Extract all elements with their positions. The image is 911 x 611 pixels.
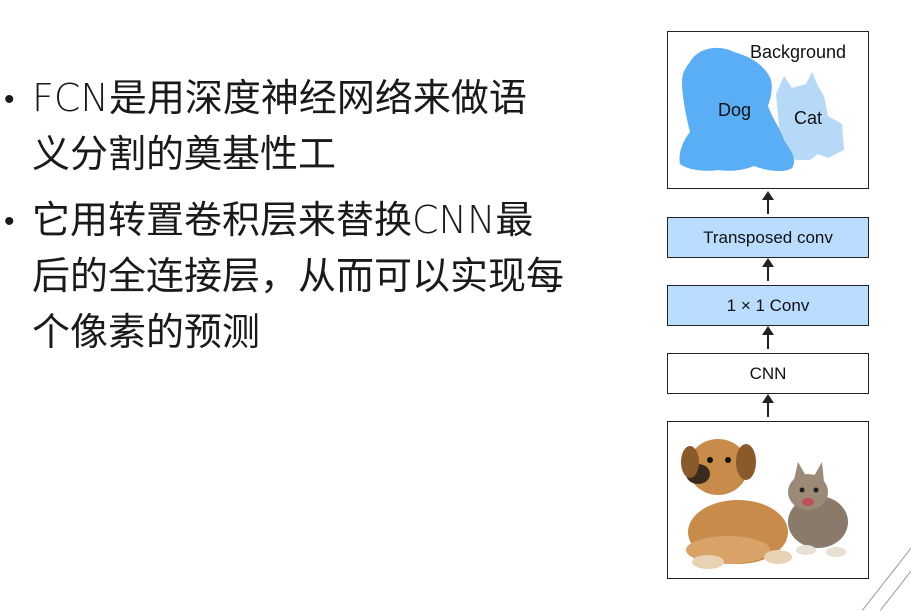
bullet-item-1: • FCN是用深度神经网络来做语义分割的奠基性工	[4, 70, 564, 182]
segmentation-output-panel: Background Dog Cat	[667, 31, 869, 189]
layer-cnn: CNN	[667, 353, 869, 394]
bullet-text-2: 它用转置卷积层来替换CNN最后的全连接层，从而可以实现每个像素的预测	[32, 198, 565, 354]
layer-1x1-conv: 1 × 1 Conv	[667, 285, 869, 326]
layer-transposed-conv: Transposed conv	[667, 217, 869, 258]
arrow-up	[762, 326, 774, 349]
input-image-panel	[667, 421, 869, 579]
bullet-marker: •	[4, 204, 15, 239]
dog-mask	[679, 47, 795, 172]
arrow-up	[762, 191, 774, 214]
arrow-up	[762, 258, 774, 281]
arrow-up	[762, 394, 774, 417]
dog-and-cat-photo	[681, 439, 848, 569]
cat-mask	[776, 72, 844, 160]
label-dog: Dog	[718, 100, 752, 120]
decorative-line	[880, 562, 911, 611]
bullet-list: • FCN是用深度神经网络来做语义分割的奠基性工 • 它用转置卷积层来替换CNN…	[4, 70, 564, 370]
bullet-marker: •	[4, 82, 15, 117]
segmentation-mask	[679, 47, 844, 172]
bullet-text-1: FCN是用深度神经网络来做语义分割的奠基性工	[32, 76, 527, 176]
bullet-item-2: • 它用转置卷积层来替换CNN最后的全连接层，从而可以实现每个像素的预测	[4, 192, 564, 360]
label-background: Background	[750, 42, 847, 62]
label-cat: Cat	[794, 108, 823, 128]
